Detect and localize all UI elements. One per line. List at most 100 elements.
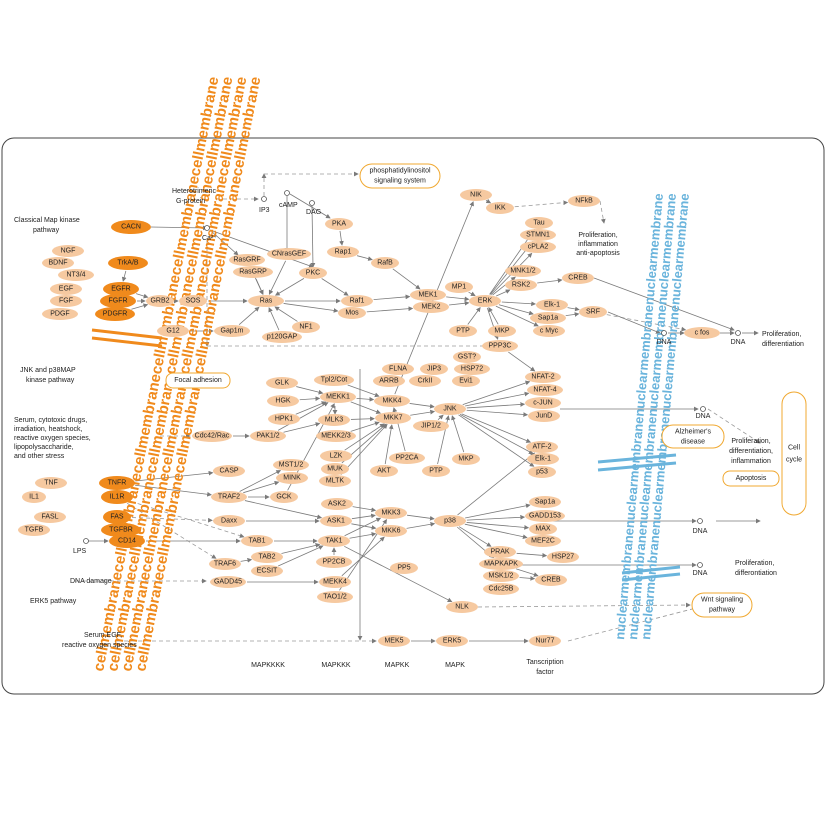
node-mapkapk[interactable]: MAPKAPK [479,558,523,570]
node-tao12[interactable]: TAO1/2 [317,591,353,603]
node-egfr[interactable]: EGFR [103,282,139,296]
node-fgf[interactable]: FGF [50,295,82,307]
node-pp5[interactable]: PP5 [390,562,418,574]
node-ras[interactable]: Ras [248,295,284,307]
node-fas[interactable]: FAS [103,510,131,524]
node-nfkb[interactable]: NFkB [568,195,600,207]
node-mek5[interactable]: MEK5 [378,635,410,647]
node-msk12[interactable]: MSK1/2 [483,570,519,582]
node-lzk[interactable]: LZK [320,450,352,462]
node-cjun[interactable]: c-JUN [525,397,561,409]
node-cacn[interactable]: CACN [111,220,151,234]
node-nur77[interactable]: Nur77 [529,635,561,647]
node-p120gap[interactable]: p120GAP [262,331,302,343]
node-p53[interactable]: p53 [528,466,556,478]
node-tab2[interactable]: TAB2 [251,551,283,563]
phosphatidylinositol-box[interactable]: phosphatidylinositol signaling system [359,163,441,189]
node-casp[interactable]: CASP [213,465,245,477]
node-tnf[interactable]: TNF [35,477,67,489]
node-nik[interactable]: NIK [460,189,492,201]
node-raf1[interactable]: Raf1 [341,295,373,307]
node-hgk[interactable]: HGK [267,395,299,407]
node-ngf[interactable]: NGF [52,245,84,257]
node-mink[interactable]: MINK [276,472,308,484]
node-ask1[interactable]: ASK1 [320,515,352,527]
node-jip12[interactable]: JIP1/2 [413,420,449,432]
node-ppp3c[interactable]: PPP3C [482,340,518,352]
apoptosis-box[interactable]: Apoptosis [722,470,780,487]
node-rafb[interactable]: RafB [371,257,399,269]
node-erk5[interactable]: ERK5 [436,635,468,647]
node-hsp72[interactable]: HSP72 [454,363,490,375]
node-mek2[interactable]: MEK2 [413,301,449,313]
node-pp2ca[interactable]: PP2CA [389,452,425,464]
node-fgfr[interactable]: FGFR [100,294,136,308]
node-mekk4[interactable]: MEKK4 [319,576,351,588]
node-srf[interactable]: SRF [579,306,607,318]
node-egf[interactable]: EGF [50,283,82,295]
node-ikk[interactable]: IKK [486,202,514,214]
node-rasgrp[interactable]: RasGRP [233,266,273,278]
node-sos[interactable]: SOS [179,295,207,307]
node-cdc42[interactable]: Cdc42/Rac [192,430,232,442]
node-tpl2[interactable]: Tpl2/Cot [314,374,354,386]
node-nfat4[interactable]: NFAT-4 [527,384,563,396]
node-gadd45[interactable]: GADD45 [210,576,246,588]
node-gadd153[interactable]: GADD153 [525,510,565,522]
node-jnk[interactable]: JNK [434,403,466,415]
node-max[interactable]: MAX [529,523,557,535]
node-traf2[interactable]: TRAF2 [211,491,247,503]
wnt-signaling-box[interactable]: Wnt signaling pathway [691,592,753,618]
node-stmn1[interactable]: STMN1 [520,229,556,241]
node-gap1m[interactable]: Gap1m [214,325,250,337]
node-gst[interactable]: GST? [453,351,481,363]
node-mos[interactable]: Mos [338,307,366,319]
cell-cycle-box[interactable]: Cell cycle [781,391,807,516]
node-daxx[interactable]: Daxx [213,515,245,527]
node-mef2c[interactable]: MEF2C [525,535,561,547]
node-tnfr[interactable]: TNFR [99,476,135,490]
node-tak1[interactable]: TAK1 [318,535,350,547]
node-erk[interactable]: ERK [469,295,501,307]
node-cmyc[interactable]: c Myc [533,325,565,337]
node-creb1[interactable]: CREB [562,272,594,284]
node-cdc25b[interactable]: Cdc25B [483,583,519,595]
node-rap1[interactable]: Rap1 [327,246,359,258]
node-fasl[interactable]: FASL [34,511,66,523]
node-gck[interactable]: GCK [270,491,298,503]
node-arrb[interactable]: ARRB [373,375,405,387]
node-mkk7[interactable]: MKK7 [375,412,411,424]
node-ecsit[interactable]: ECSIT [251,565,283,577]
node-elk1b[interactable]: Elk-1 [527,453,559,465]
node-tab1[interactable]: TAB1 [241,535,273,547]
node-il1r[interactable]: IL1R [101,490,133,504]
node-mkp1[interactable]: MKP [488,325,516,337]
node-traf6[interactable]: TRAF6 [209,558,241,570]
node-mltk[interactable]: MLTK [319,475,351,487]
node-sap1a2[interactable]: Sap1a [529,496,561,508]
node-g12[interactable]: G12 [157,325,189,337]
node-cnrasgef[interactable]: CNrasGEF [267,248,311,260]
node-nf1[interactable]: NF1 [292,321,320,333]
node-nfat2[interactable]: NFAT-2 [525,371,561,383]
node-creb2[interactable]: CREB [535,574,567,586]
node-hsp27[interactable]: HSP27 [547,551,579,563]
node-pdgfr[interactable]: PDGFR [95,307,135,321]
focal-adhesion-box[interactable]: Focal adhesion [165,372,231,389]
node-elk1[interactable]: Elk-1 [536,299,568,311]
node-cd14[interactable]: CD14 [109,534,145,548]
node-mnk12[interactable]: MNK1/2 [505,265,541,277]
node-hpk1[interactable]: HPK1 [268,413,300,425]
node-nt34[interactable]: NT3/4 [58,269,94,281]
node-mkp2[interactable]: MKP [452,453,480,465]
node-pak12[interactable]: PAK1/2 [250,430,286,442]
node-cfos[interactable]: c fos [684,327,720,339]
node-trkab[interactable]: TrkA/B [108,256,148,270]
node-crkii[interactable]: CrkII [409,375,441,387]
node-rsk2[interactable]: RSK2 [505,279,537,291]
node-bdnf[interactable]: BDNF [42,257,74,269]
node-ptp2[interactable]: PTP [422,465,450,477]
node-mekk23[interactable]: MEKK2/3 [316,430,356,442]
node-rasgrf[interactable]: RasGRF [229,254,265,266]
node-il1[interactable]: IL1 [22,491,46,503]
